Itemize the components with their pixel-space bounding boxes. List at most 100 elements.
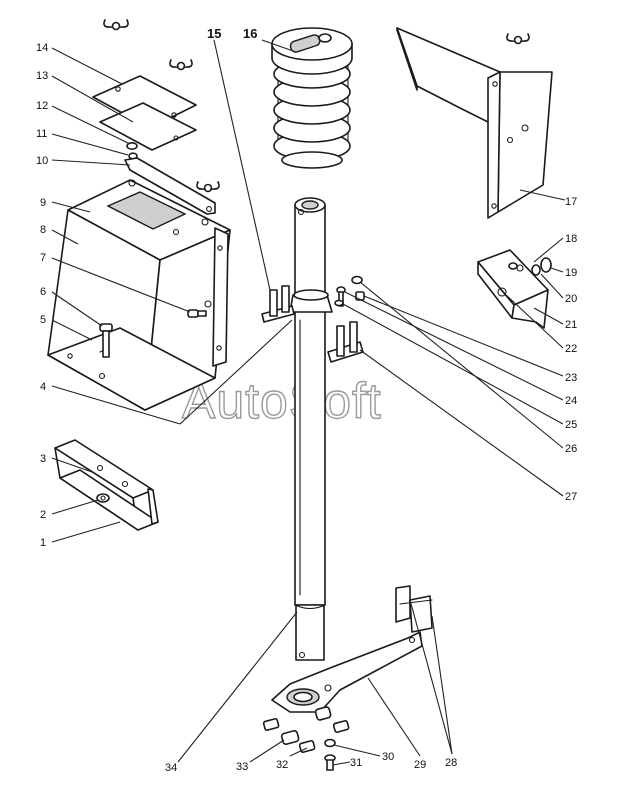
lever-hole: [408, 636, 416, 644]
strip-10: [124, 157, 216, 215]
callout-32: 32: [276, 759, 288, 771]
strip-hole: [206, 206, 212, 212]
bolt-18: [508, 262, 518, 270]
clip-leg: [336, 325, 345, 357]
washer-30: [324, 738, 336, 748]
callout-17: 17: [565, 196, 577, 208]
callout-11: 11: [36, 128, 47, 140]
lever-hole: [324, 684, 332, 692]
cover-nut: [521, 124, 529, 132]
callout-6: 6: [40, 286, 46, 298]
housing-base-flange: [47, 327, 216, 411]
callout-33: 33: [236, 761, 248, 773]
cover-hole: [491, 203, 497, 209]
callout-25: 25: [565, 419, 577, 431]
cover-left-edge: [396, 27, 418, 91]
flange-hole: [217, 245, 223, 251]
plate-28: [395, 585, 433, 633]
housing-top-nut: [172, 228, 180, 236]
callout-31: 31: [350, 757, 362, 769]
callout-5: 5: [40, 314, 46, 326]
cap-26: [351, 275, 363, 285]
bolt-shank: [102, 330, 110, 358]
plate-hole: [115, 86, 121, 92]
tube-hole: [297, 208, 305, 216]
plate-28-b: [409, 595, 433, 633]
callout-16: 16: [243, 26, 257, 41]
tube-top-bore: [301, 200, 319, 210]
bracket-assembly: [54, 439, 159, 531]
clip-15: [261, 285, 295, 323]
callout-23: 23: [565, 372, 577, 384]
housing-top-nut: [201, 218, 209, 226]
callout-7: 7: [40, 252, 46, 264]
callout-labels: 14 13 12 11 10 9 8 7 6 5 4 3 2 1 15 16 1…: [36, 26, 577, 774]
pin: [332, 719, 350, 733]
callout-24: 24: [565, 395, 577, 407]
cover-hole: [492, 81, 498, 87]
leader-lines: [51, 39, 566, 766]
bolt-31-shank: [326, 759, 334, 771]
clip-27: [327, 321, 364, 363]
callout-22: 22: [565, 343, 577, 355]
bolt-head: [99, 323, 113, 332]
block: [314, 706, 332, 721]
wing-nut: [169, 59, 193, 71]
callout-4: 4: [40, 381, 46, 393]
callout-20: 20: [565, 293, 577, 305]
callout-8: 8: [40, 224, 46, 236]
cover-17: [396, 27, 553, 219]
screw-head: [187, 309, 199, 318]
callout-1: 1: [40, 537, 46, 549]
bracket-21-nut: [497, 287, 507, 297]
callout-13: 13: [36, 70, 48, 82]
watermark-text: AutoSoft: [182, 373, 382, 429]
washer-25: [334, 299, 344, 307]
housing-top-nut: [128, 179, 136, 187]
nut-23: [355, 291, 365, 301]
tube-seam: [294, 604, 326, 610]
bracket-21: [477, 249, 549, 329]
tube-hole: [298, 651, 306, 659]
callout-30: 30: [382, 751, 394, 763]
callout-21: 21: [565, 319, 577, 331]
flange-hole: [216, 345, 222, 351]
cover-nut: [506, 136, 514, 144]
screw-7: [187, 300, 212, 318]
housing-top-opening: [106, 191, 187, 230]
washer-12: [126, 142, 138, 151]
callout-18: 18: [565, 233, 577, 245]
spring-16: [271, 27, 353, 169]
spring-base: [281, 151, 343, 169]
clip-leg: [269, 289, 278, 317]
wing-nut: [196, 181, 220, 193]
callout-14: 14: [36, 42, 48, 54]
callout-26: 26: [565, 443, 577, 455]
wing-nut: [103, 19, 129, 31]
gasket-hole: [173, 135, 179, 141]
cap-19: [540, 257, 552, 273]
base-hole: [98, 372, 106, 380]
bracket-nut-bore: [100, 495, 106, 501]
callout-28: 28: [445, 757, 457, 769]
plate-hole: [171, 112, 177, 118]
tube-lower: [295, 604, 325, 661]
callout-19: 19: [565, 267, 577, 279]
tube-collar-top: [293, 289, 329, 301]
bracket-hole: [96, 464, 104, 472]
cap-hole: [318, 33, 332, 43]
callout-27: 27: [565, 491, 577, 503]
base-hole: [67, 353, 73, 359]
callout-2: 2: [40, 509, 46, 521]
pin: [262, 717, 280, 731]
callout-12: 12: [36, 100, 48, 112]
bracket-lip: [147, 488, 159, 525]
block-33: [280, 729, 300, 745]
callout-10: 10: [36, 155, 48, 167]
lever-29: [271, 631, 423, 713]
bracket-21-front: [511, 289, 549, 329]
clip-leg: [349, 321, 358, 353]
screw-shank: [197, 310, 207, 317]
